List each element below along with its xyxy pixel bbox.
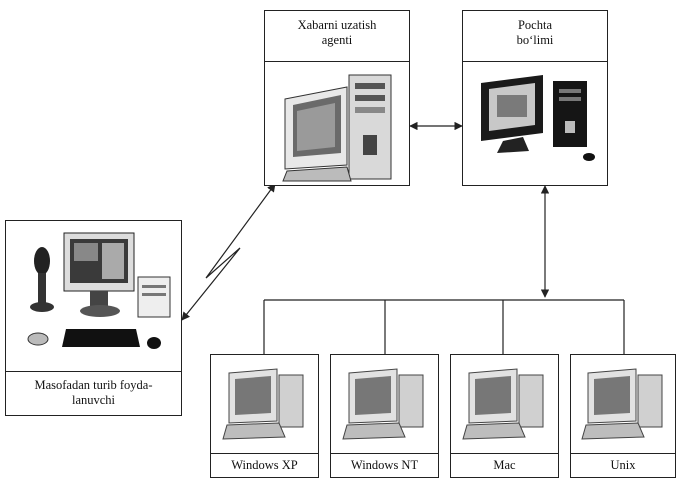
server-computer-icon	[282, 74, 392, 182]
client-node: Unix	[570, 354, 676, 478]
remote-label: Masofadan turib foyda- lanuvchi	[6, 371, 181, 417]
workstation-icon	[27, 232, 171, 349]
client-label: Windows XP	[211, 453, 318, 480]
desktop-computer-icon	[342, 368, 424, 440]
desktop-computer-icon	[462, 368, 544, 440]
remote-user-node: Masofadan turib foyda- lanuvchi	[5, 220, 182, 416]
post-label: Pochta bo‘limi	[463, 11, 607, 62]
wireless-link	[181, 183, 276, 321]
client-node: Windows NT	[330, 354, 439, 478]
agent-label: Xabarni uzatish agenti	[265, 11, 409, 62]
client-node: Windows XP	[210, 354, 319, 478]
desktop-computer-icon	[581, 368, 663, 440]
message-transfer-agent-node: Xabarni uzatish agenti	[264, 10, 410, 186]
client-label: Windows NT	[331, 453, 438, 480]
desktop-computer-icon	[222, 368, 304, 440]
post-office-node: Pochta bo‘limi	[462, 10, 608, 186]
client-node: Mac	[450, 354, 559, 478]
client-label: Mac	[451, 453, 558, 480]
mail-server-icon	[481, 75, 595, 161]
client-label: Unix	[571, 453, 675, 480]
